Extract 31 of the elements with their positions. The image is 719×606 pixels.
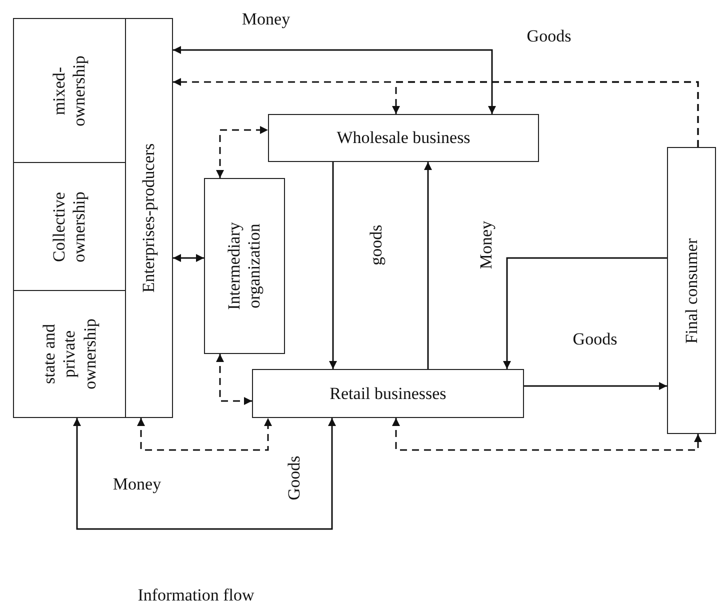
process-box: [125, 18, 173, 418]
dashed-arrow: [216, 354, 252, 405]
node-label: Intermediary organization: [224, 221, 264, 312]
dashed-arrow: [392, 81, 699, 147]
process-box: [13, 290, 126, 418]
flow-label: Money: [112, 476, 162, 494]
node-label: Enterprises-producers: [138, 142, 159, 295]
process-box: [268, 114, 539, 162]
arrow: [173, 46, 496, 114]
process-box: [252, 369, 524, 418]
arrow: [73, 418, 336, 530]
arrow: [173, 254, 204, 262]
dashed-arrow: [216, 126, 268, 178]
arrow: [329, 162, 337, 369]
flow-label: goods: [368, 224, 386, 266]
arrow: [524, 382, 667, 390]
arrow: [424, 162, 432, 369]
dashed-arrow: [137, 418, 272, 451]
node-label: Wholesale business: [336, 128, 472, 148]
flow-label: Money: [242, 10, 290, 30]
process-box: [204, 178, 285, 354]
node-label: mixed- ownership: [49, 54, 90, 128]
process-box: [667, 147, 716, 434]
process-box: [13, 18, 126, 163]
flow-label: Money: [478, 220, 496, 270]
node-label: Retail businesses: [328, 383, 448, 404]
node-label: state and private ownership: [38, 318, 100, 392]
node-label: Collective ownership: [49, 190, 90, 264]
node-label: Final consumer: [681, 236, 702, 346]
dashed-arrow: [392, 418, 702, 451]
arrow: [503, 257, 667, 369]
